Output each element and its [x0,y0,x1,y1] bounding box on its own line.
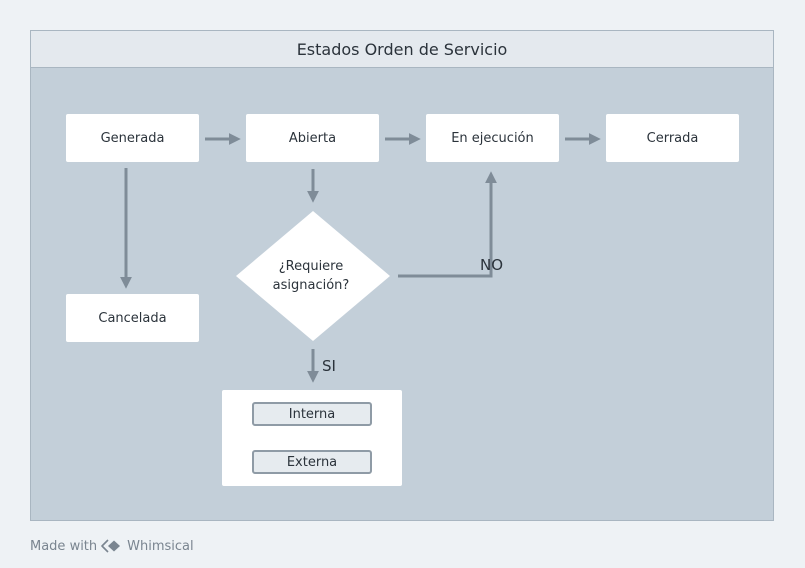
footer-made-with: Made with [30,538,98,554]
node-cancelada: Cancelada [66,294,199,342]
node-en-ejecucion: En ejecución [426,114,559,162]
decision-label-line-2: asignación? [272,278,350,293]
option-interna: Interna [252,402,372,426]
decision-label: ¿Requiere asignación? [248,256,374,296]
node-cerrada: Cerrada [606,114,739,162]
diagram-title: Estados Orden de Servicio [31,31,773,68]
assignment-group: Interna Externa [222,390,402,486]
decision-diamond [236,211,390,341]
connector-decision-no [398,171,497,278]
node-generada: Generada [66,114,199,162]
option-externa: Externa [252,450,372,474]
footer-credit[interactable]: Made with Whimsical [30,537,194,555]
node-abierta: Abierta [246,114,379,162]
edge-label-si: SI [322,357,336,375]
diagram-frame: Estados Orden de Servicio [30,30,774,521]
footer-brand: Whimsical [127,538,194,554]
decision-label-line-1: ¿Requiere [278,259,344,274]
edge-label-no: NO [480,256,504,274]
whimsical-logo-icon [101,539,123,553]
